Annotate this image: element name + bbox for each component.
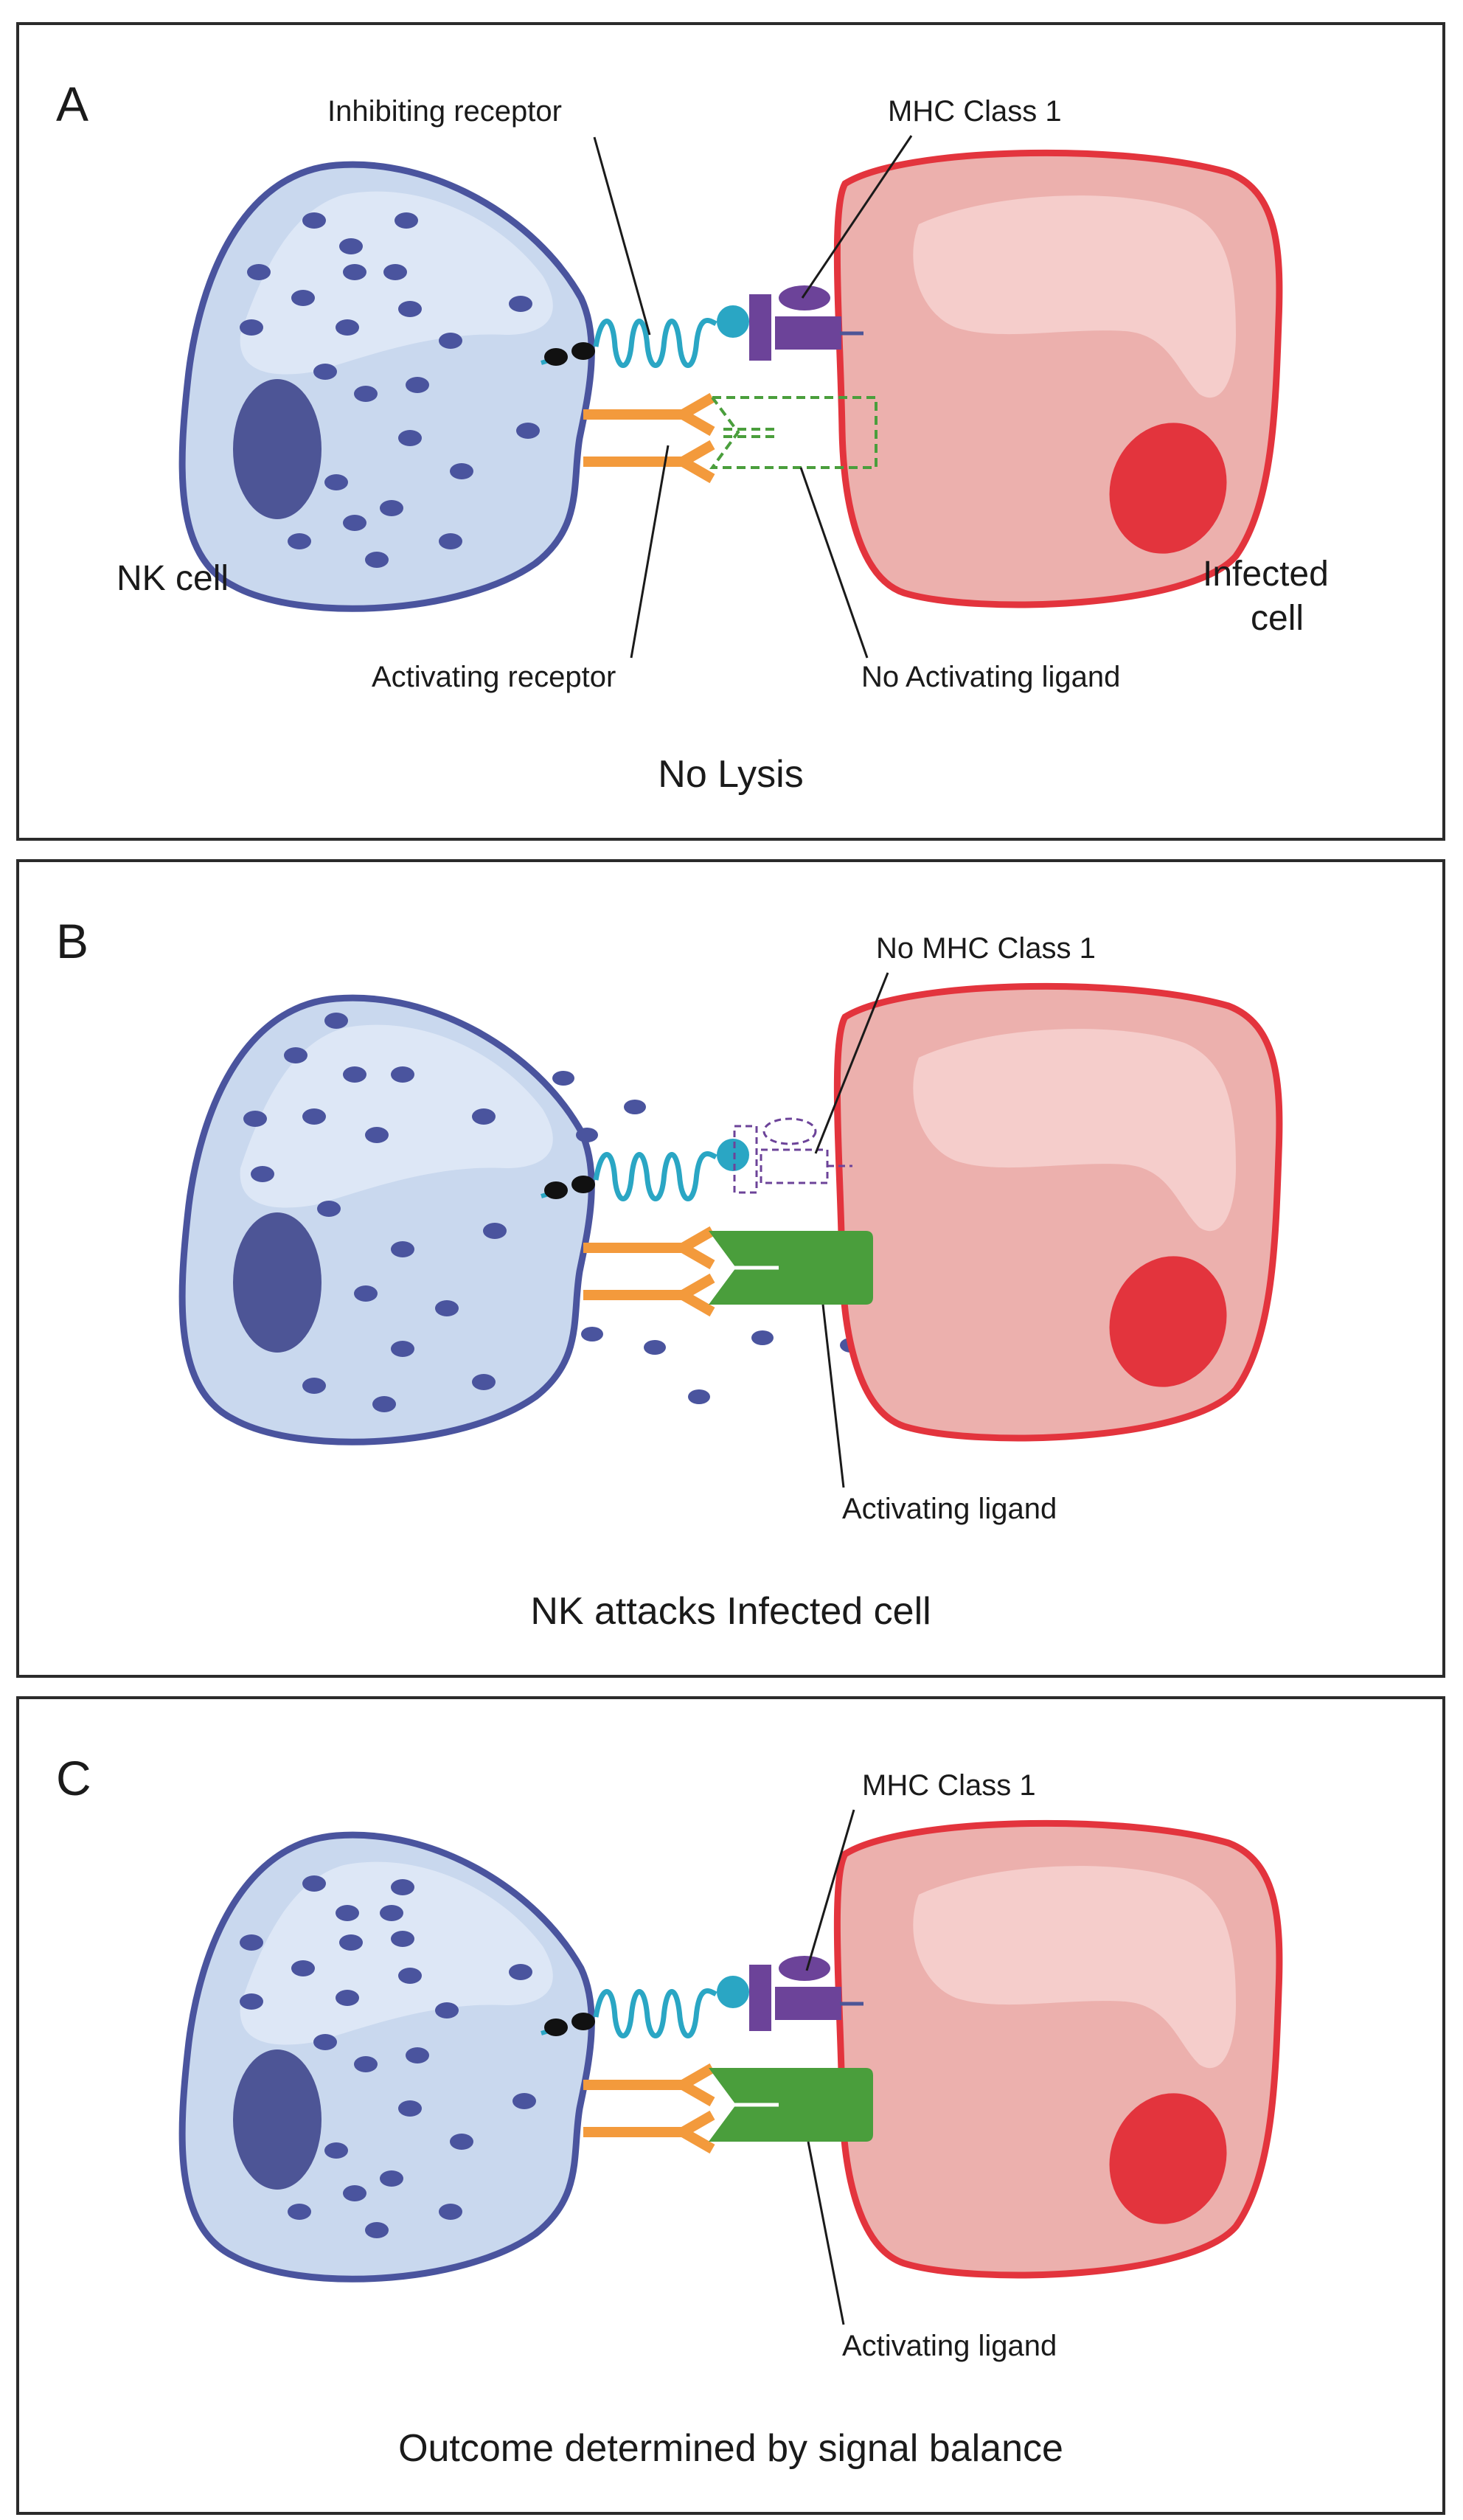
label-activating-ligand: Activating ligand [842, 2330, 1057, 2362]
label-infected-cell-line1: Infected [1203, 555, 1329, 594]
nk-cell [178, 994, 595, 1445]
label-mhc-class-1: MHC Class 1 [888, 95, 1062, 128]
granules [240, 212, 540, 568]
nk-cell [178, 1831, 595, 2283]
panel-c-diagram: C [56, 1751, 1283, 2470]
panel-a-diagram: A [56, 77, 1329, 796]
label-inhibiting-receptor: Inhibiting receptor [327, 95, 562, 128]
infected-cell [833, 982, 1283, 1442]
nk-nucleus [233, 2049, 322, 2190]
infected-nucleus [1109, 1256, 1227, 1387]
infected-cell [833, 1819, 1283, 2279]
panel-caption: Outcome determined by signal balance [398, 2427, 1063, 2470]
activating-ligand-absent [709, 396, 878, 469]
mhc-class-1 [749, 1956, 863, 2031]
activating-receptor [583, 392, 715, 484]
label-activating-receptor: Activating receptor [372, 661, 616, 693]
granules [240, 1875, 536, 2238]
activating-ligand [709, 2068, 873, 2142]
label-nk-cell: NK cell [117, 559, 229, 598]
activating-ligand [709, 1231, 873, 1305]
panel-b-diagram: B [56, 914, 1283, 1633]
granules [243, 1013, 507, 1412]
activating-receptor [583, 1226, 715, 1317]
panel-caption: NK attacks Infected cell [530, 1590, 931, 1633]
mhc-class-1-absent [733, 1117, 852, 1194]
nk-nucleus [233, 379, 322, 519]
panel-c: C [16, 1696, 1445, 2515]
infected-nucleus [1109, 2093, 1227, 2224]
panel-a: A [16, 22, 1445, 841]
activating-receptor [583, 2063, 715, 2154]
nk-nucleus [233, 1212, 322, 1353]
nk-cell [178, 161, 595, 612]
label-no-mhc-class-1: No MHC Class 1 [876, 932, 1096, 965]
panel-caption: No Lysis [658, 753, 803, 796]
inhibiting-receptor [541, 1139, 749, 1201]
label-infected-cell-line2: cell [1251, 599, 1304, 638]
mhc-class-1 [749, 285, 863, 361]
panel-b: B [16, 859, 1445, 1678]
inhibiting-receptor [541, 1976, 749, 2038]
infected-cell [833, 149, 1283, 608]
infected-nucleus [1109, 423, 1227, 554]
panel-letter: A [56, 77, 88, 131]
leader-lines [593, 135, 913, 659]
label-no-activating-ligand: No Activating ligand [861, 661, 1120, 693]
panel-letter: B [56, 914, 88, 968]
leader-lines [814, 972, 889, 1488]
label-activating-ligand: Activating ligand [842, 1493, 1057, 1525]
leader-lines [805, 1809, 855, 2325]
label-mhc-class-1: MHC Class 1 [862, 1769, 1036, 1802]
inhibiting-receptor [541, 305, 749, 368]
panel-letter: C [56, 1751, 91, 1805]
